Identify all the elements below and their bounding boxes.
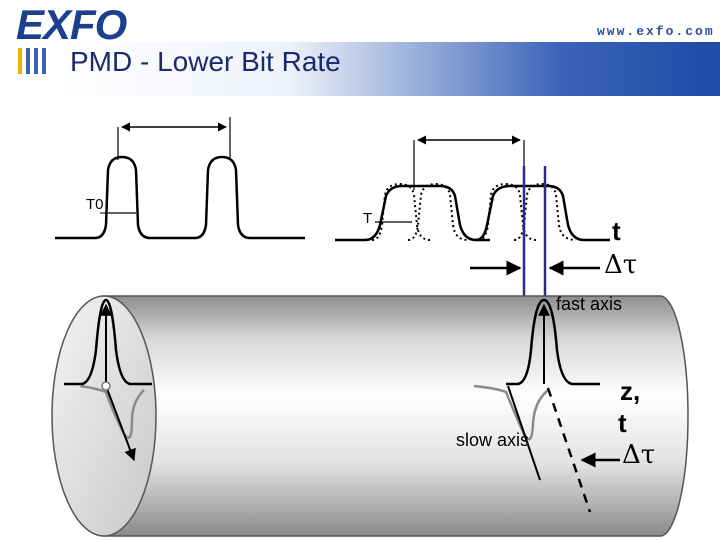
fiber-cylinder [51,295,689,537]
origin-point [101,381,111,391]
bars-decoration-icon [18,48,50,79]
pulse-curve [55,155,305,240]
slide-header: EXFO www.exfo.com PMD - Lower Bit Rate [0,0,720,96]
fast-axis-component [371,182,431,241]
slow-axis-component [513,182,577,241]
title-bar [0,42,720,96]
output-pulse-train [335,135,610,385]
slow-axis-vector [507,385,541,481]
slow-axis-dashed [546,387,592,513]
deco-bar [42,48,46,74]
fast-axis-component [477,182,537,241]
broadened-pulse-curve [335,184,490,242]
input-pulse-fast [64,298,152,386]
label-t0: T0 [86,196,104,213]
deco-bar [18,48,22,74]
exfo-logo: EXFO [16,1,127,48]
label-t: T [363,210,373,227]
label-slow-axis: slow axis [456,430,530,450]
fiber-end-face [51,295,157,537]
label-time-bottom: t [618,408,627,438]
fiber-body [103,295,689,537]
output-pulse-fast [506,298,600,386]
label-delta-tau-bottom: Δτ [622,440,656,470]
label-time: t [612,216,621,246]
label-fast-axis: fast axis [556,294,623,314]
broadened-pulse-curve [475,184,610,242]
deco-bar [34,48,38,74]
slow-axis-component [407,182,469,241]
label-z: z, [620,376,641,406]
slow-axis-vector [105,385,136,462]
website-url: www.exfo.com [597,24,715,39]
label-delta-tau-top: Δτ [604,250,638,280]
input-pulse-train [55,117,305,240]
deco-bar [26,48,30,74]
slide-title: PMD - Lower Bit Rate [70,46,341,77]
fiber-pulses [64,298,620,513]
